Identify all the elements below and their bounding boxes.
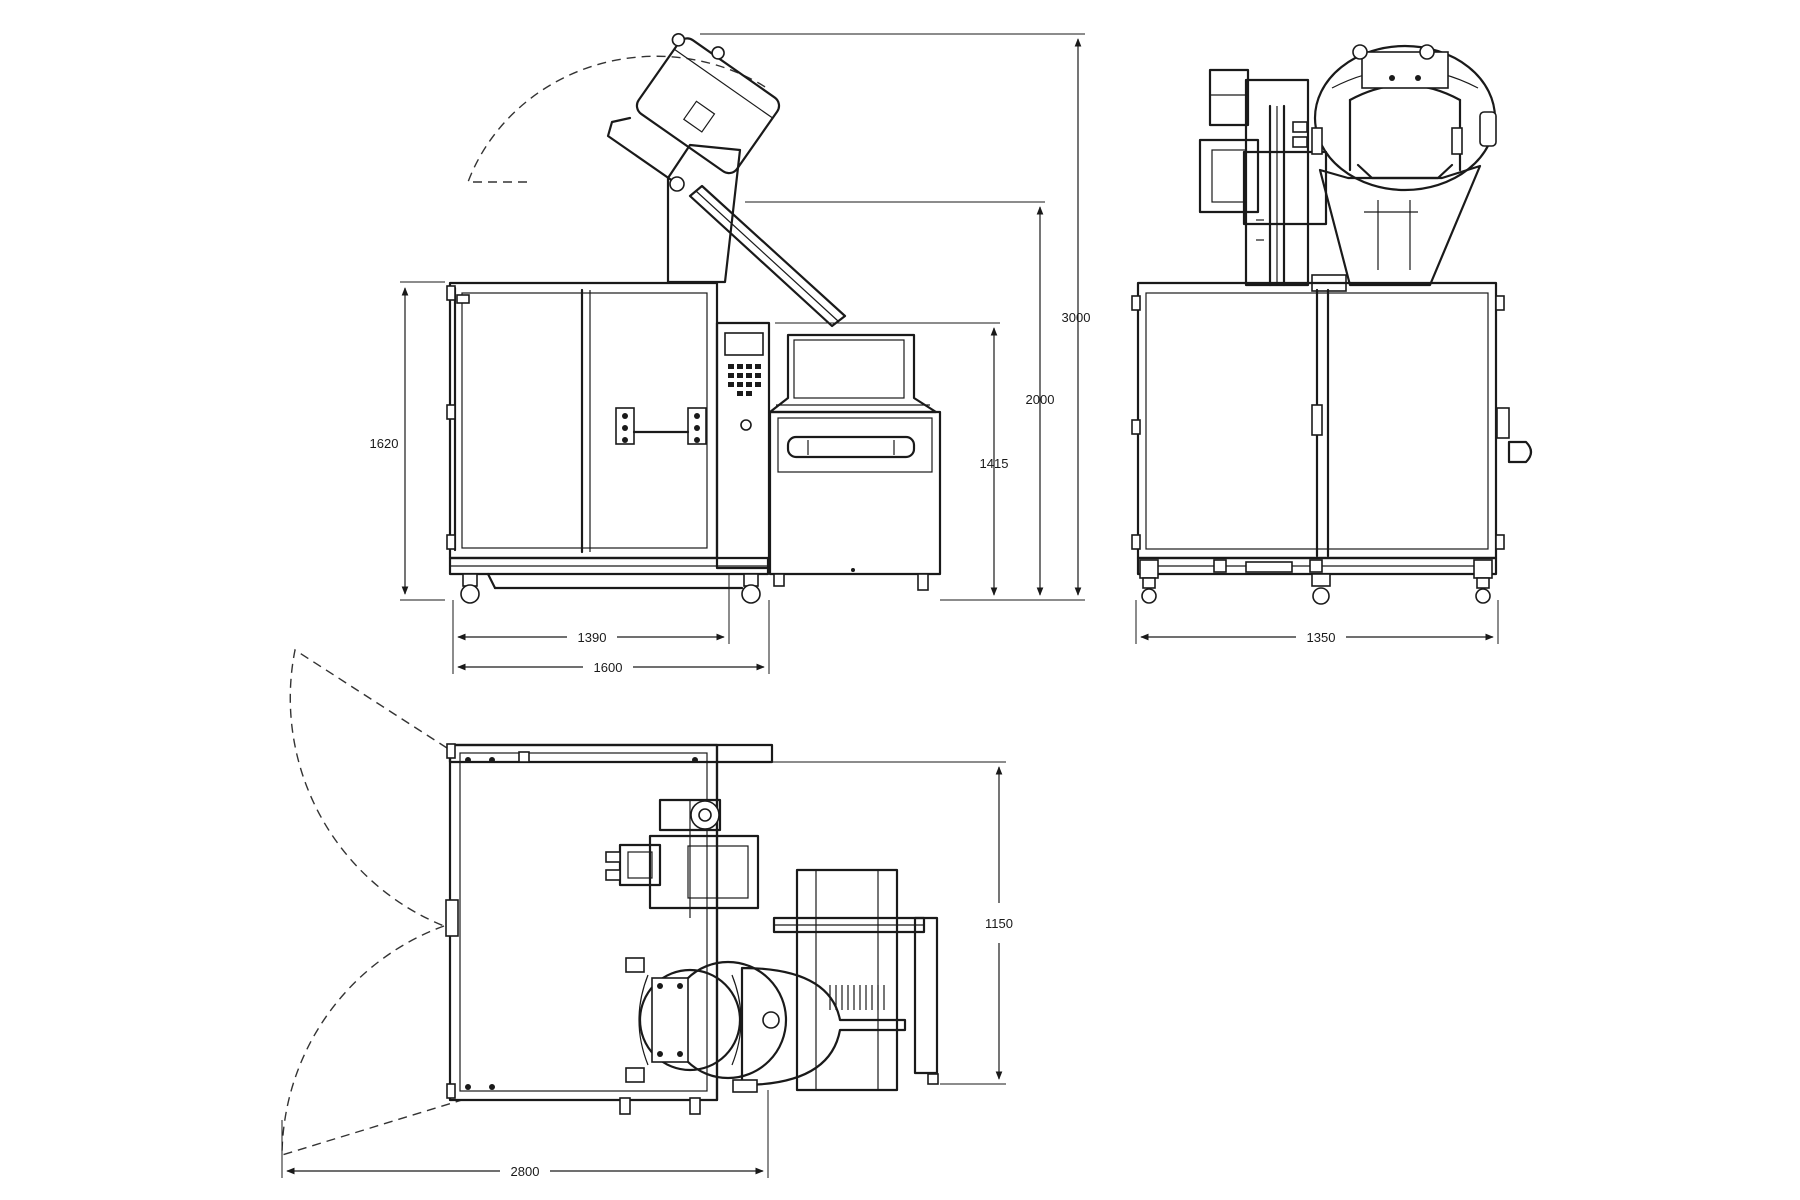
gear-motor	[1208, 68, 1250, 127]
control-display	[724, 332, 764, 356]
top-door-latch	[445, 899, 459, 937]
control-keypad	[728, 364, 761, 396]
dim-side-width-cabinet: 1390	[578, 630, 607, 645]
discharge-chute	[688, 184, 847, 328]
hopper-cone	[1318, 164, 1482, 287]
top-discharge-chute	[740, 966, 907, 1087]
dim-side-width-total: 1600	[594, 660, 623, 675]
control-column	[715, 321, 771, 570]
dim-side-height-rest: 2000	[1026, 392, 1055, 407]
top-trough	[795, 868, 899, 1092]
front-view: 1350	[1131, 44, 1533, 645]
dim-top-width: 2800	[511, 1164, 540, 1179]
bowl-swing-arc	[466, 55, 771, 183]
front-caster	[1311, 573, 1331, 605]
top-lift-motor	[648, 834, 760, 910]
top-view: 1150 2800	[281, 648, 1013, 1179]
dim-side-height-frame: 1620	[370, 436, 399, 451]
side-view: 1620 1390 1600 1415 2000 3000	[370, 33, 1091, 675]
front-caster	[1139, 559, 1159, 604]
dim-front-width: 1350	[1307, 630, 1336, 645]
side-caster	[741, 573, 761, 604]
door-swing-arc	[281, 925, 463, 1156]
dim-side-height-worktop: 1415	[980, 456, 1009, 471]
top-motor-bracket	[618, 843, 662, 887]
front-caster	[1473, 559, 1493, 604]
bowl-coupling	[1361, 51, 1449, 89]
bowl-handle	[606, 116, 682, 188]
side-caster	[460, 573, 480, 604]
dim-side-height-max: 3000	[1062, 310, 1091, 325]
dim-top-depth: 1150	[985, 916, 1013, 931]
top-bowl-coupling	[651, 977, 689, 1063]
side-handle	[1507, 440, 1533, 464]
cabinet-frame	[448, 281, 719, 560]
drive-motor	[1198, 138, 1260, 214]
door-swing-arc	[289, 648, 448, 927]
tilted-bowl	[635, 33, 781, 175]
mixer-trough	[768, 333, 938, 414]
top-ribbon-lines	[829, 985, 885, 1010]
lift-column	[666, 143, 742, 284]
